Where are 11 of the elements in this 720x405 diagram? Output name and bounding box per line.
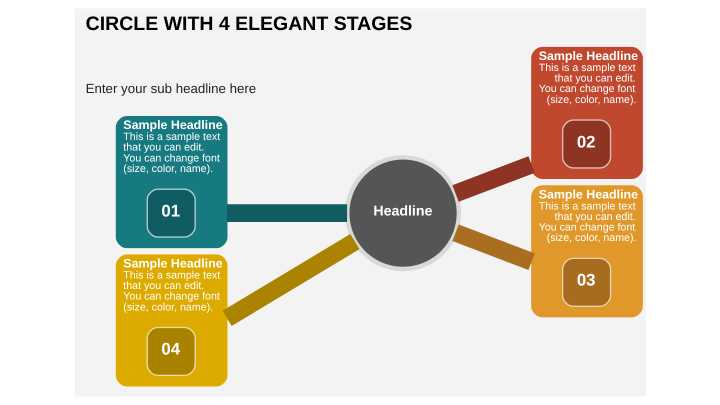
node-box: 02 <box>562 119 611 169</box>
connector <box>452 156 534 202</box>
diagram-title: CIRCLE WITH 4 ELEGANT STAGES <box>85 13 412 36</box>
connector <box>452 224 534 270</box>
connector <box>222 234 359 326</box>
node-box: 01 <box>146 188 196 238</box>
connector <box>226 204 347 222</box>
label: Enter your sub headline here <box>85 81 256 96</box>
node-circle: Headline <box>344 155 461 272</box>
node-box: 04 <box>146 326 196 376</box>
node-box: 03 <box>562 258 611 307</box>
